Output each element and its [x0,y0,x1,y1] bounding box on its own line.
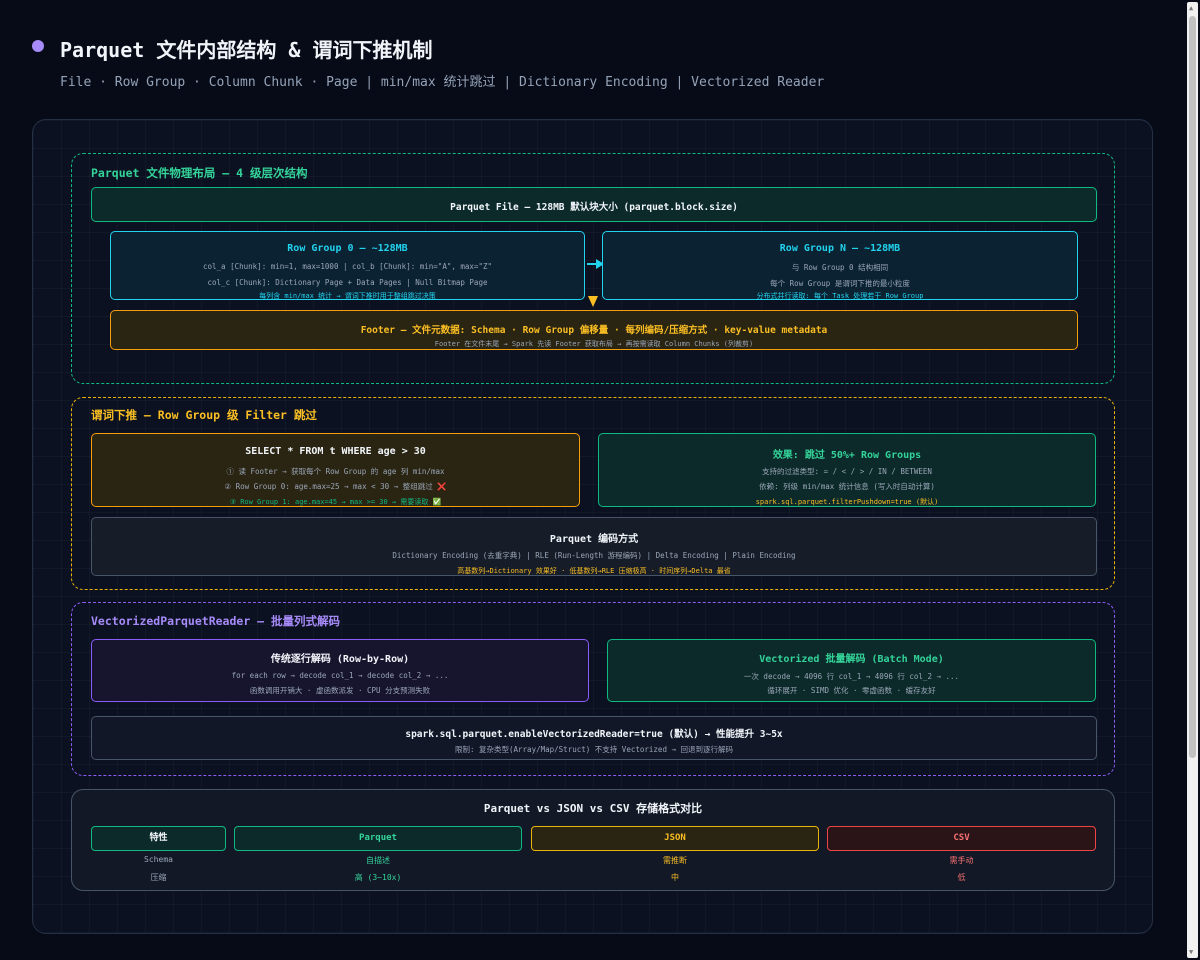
arrow-right-icon [587,263,601,265]
page-title: Parquet 文件内部结构 & 谓词下推机制 [60,38,433,62]
compare-section: Parquet vs JSON vs CSV 存储格式对比 特性 Parquet… [71,789,1115,891]
parquet-file-box: Parquet File — 128MB 默认块大小 (parquet.bloc… [91,187,1097,222]
row-group-0-box: Row Group 0 — ~128MB col_a [Chunk]: min=… [110,231,585,300]
header-csv: CSV [827,826,1096,851]
row-compress-label: 压缩 [150,873,167,882]
header-parquet: Parquet [234,826,522,851]
vectorized-config-box: spark.sql.parquet.enableVectorizedReader… [91,716,1097,760]
row-group-n-title: Row Group N — ~128MB [779,243,901,254]
encoding-box: Parquet 编码方式 Dictionary Encoding (去重字典) … [91,517,1097,576]
row-group-n-box: Row Group N — ~128MB 与 Row Group 0 结构相同 … [602,231,1078,300]
pushdown-section-title: 谓词下推 — Row Group 级 Filter 跳过 [91,408,317,422]
vectorized-config-title: spark.sql.parquet.enableVectorizedReader… [405,729,783,740]
row-schema-csv: 需手动 [949,856,974,865]
row-compress-parquet: 高 (3~10x) [354,873,402,882]
title-bullet-icon [32,40,44,52]
row-compress-csv: 低 [957,873,966,882]
row-compress-json: 中 [671,873,679,882]
scroll-up-icon[interactable]: ▲ [1189,4,1194,12]
compare-title: Parquet vs JSON vs CSV 存储格式对比 [483,802,703,815]
pushdown-effect-box: 效果: 跳过 50%+ Row Groups 支持的过滤类型: = / < / … [598,433,1096,507]
header-json: JSON [531,826,819,851]
arrow-right-head-icon [596,259,604,269]
row-schema-parquet: 自描述 [366,856,390,865]
vector-section-title: VectorizedParquetReader — 批量列式解码 [91,614,341,628]
row-by-row-title: 传统逐行解码 (Row-by-Row) [270,654,410,665]
layout-section: Parquet 文件物理布局 — 4 级层次结构 Parquet File — … [71,153,1115,384]
footer-box: Footer — 文件元数据: Schema · Row Group 偏移量 ·… [110,310,1078,350]
encoding-title: Parquet 编码方式 [549,534,639,545]
effect-title: 效果: 跳过 50%+ Row Groups [772,450,922,461]
row-by-row-box: 传统逐行解码 (Row-by-Row) for each row → decod… [91,639,589,702]
row-schema-json: 需推断 [663,856,687,865]
query-example-box: SELECT * FROM t WHERE age > 30 ① 读 Foote… [91,433,580,507]
pushdown-section: 谓词下推 — Row Group 级 Filter 跳过 SELECT * FR… [71,397,1115,590]
page-subtitle: File · Row Group · Column Chunk · Page |… [60,75,825,90]
diagram-canvas: Parquet 文件物理布局 — 4 级层次结构 Parquet File — … [32,119,1153,934]
query-title: SELECT * FROM t WHERE age > 30 [245,446,426,457]
scroll-down-icon[interactable]: ▼ [1189,948,1194,956]
row-schema-label: Schema [144,855,173,864]
header-feature: 特性 [91,826,226,851]
vectorized-batch-box: Vectorized 批量解码 (Batch Mode) 一次 decode →… [607,639,1096,702]
layout-section-title: Parquet 文件物理布局 — 4 级层次结构 [91,166,308,180]
vectorized-batch-title: Vectorized 批量解码 (Batch Mode) [759,654,944,665]
vertical-scrollbar[interactable]: ▲ ▼ [1187,2,1198,958]
footer-title: Footer — 文件元数据: Schema · Row Group 偏移量 ·… [360,325,828,336]
row-group-0-title: Row Group 0 — ~128MB [287,243,408,254]
scrollbar-thumb[interactable] [1189,16,1196,758]
vector-section: VectorizedParquetReader — 批量列式解码 传统逐行解码 … [71,602,1115,776]
arrow-down-icon [588,296,598,307]
